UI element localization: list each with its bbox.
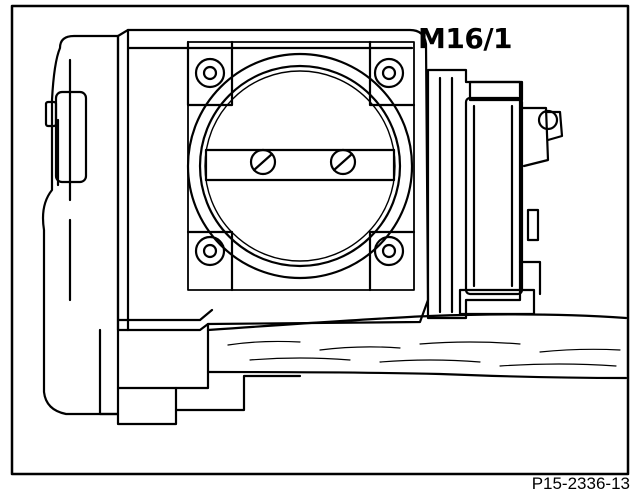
actuator-housing [426, 68, 522, 320]
actuator-cover-lines [472, 104, 514, 288]
bolt-bottom-right [373, 235, 405, 267]
connector-body [518, 106, 550, 168]
housing-flange [187, 41, 415, 291]
bolt-top-left [194, 57, 226, 89]
bracket-step [174, 374, 302, 412]
actuator-rear-edge [438, 76, 454, 314]
throttle-shaft [204, 148, 396, 182]
shaft-edge [204, 148, 396, 182]
connector-knob [537, 109, 559, 131]
bracket-detail [116, 308, 214, 390]
left-boss [54, 90, 88, 184]
hose-upper-edge [206, 313, 628, 332]
lower-bracket [98, 322, 210, 426]
left-nub [44, 100, 58, 128]
actuator-top-block [468, 80, 524, 102]
connector-latch [526, 208, 540, 242]
left-housing-inner [56, 58, 72, 302]
figure-reference: P15-2336-13 [531, 474, 630, 493]
bore-inner [198, 64, 402, 268]
connector-tip [544, 110, 564, 142]
hose-lower-edge [206, 370, 628, 380]
left-housing [41, 34, 120, 416]
shaft-screw-right [329, 148, 357, 176]
bore-ring [204, 70, 396, 262]
flange-corners [186, 40, 416, 292]
actuator-foot [518, 260, 542, 296]
bore-outer [186, 52, 414, 280]
bolt-bottom-left [194, 235, 226, 267]
bolt-top-right [373, 57, 405, 89]
hose-texture [227, 340, 621, 367]
housing-top-edge [126, 28, 414, 332]
component-label: M16/1 [418, 22, 513, 55]
picture-border [10, 4, 630, 476]
actuator-cover [464, 96, 524, 296]
shaft-screw-left [249, 148, 277, 176]
